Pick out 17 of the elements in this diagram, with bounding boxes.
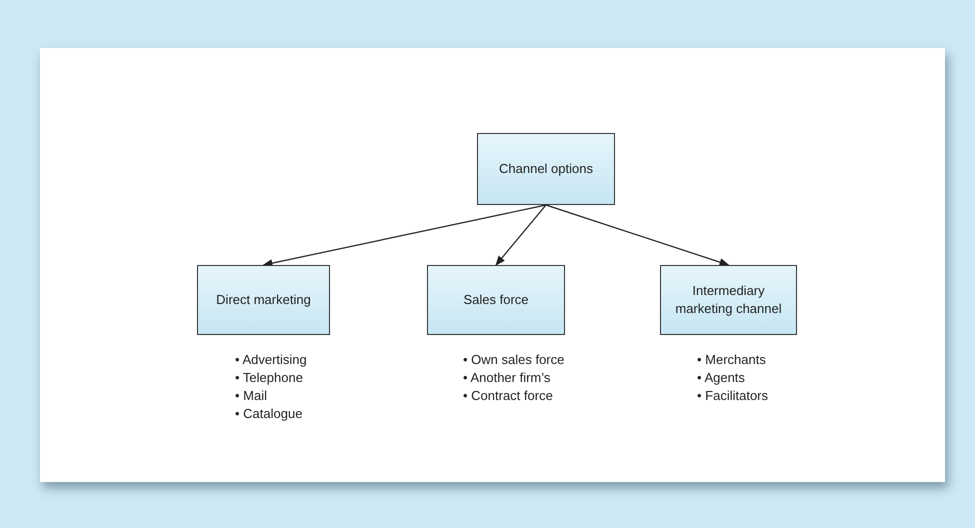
arrow: [262, 204, 546, 268]
bullet-item: • Contract force: [463, 387, 554, 405]
bullet-item: • Facilitators: [697, 387, 768, 405]
bullet-item: • Advertising: [235, 351, 307, 369]
process-box: Channel options: [477, 133, 615, 205]
process-box: Direct marketing: [197, 265, 330, 335]
process-box: Sales force: [427, 265, 565, 335]
bullet-item: • Mail: [235, 387, 268, 405]
bullet-item: • Telephone: [235, 369, 304, 387]
bullet-item: • Another firm’s: [463, 369, 552, 387]
arrow: [546, 204, 730, 266]
process-box: Intermediary marketing channel: [660, 265, 797, 335]
bullet-item: • Agents: [697, 369, 746, 387]
bullet-item: • Catalogue: [235, 405, 304, 423]
bullet-item: • Own sales force: [463, 351, 564, 369]
bullet-item: • Merchants: [697, 351, 767, 369]
arrow: [495, 204, 546, 266]
